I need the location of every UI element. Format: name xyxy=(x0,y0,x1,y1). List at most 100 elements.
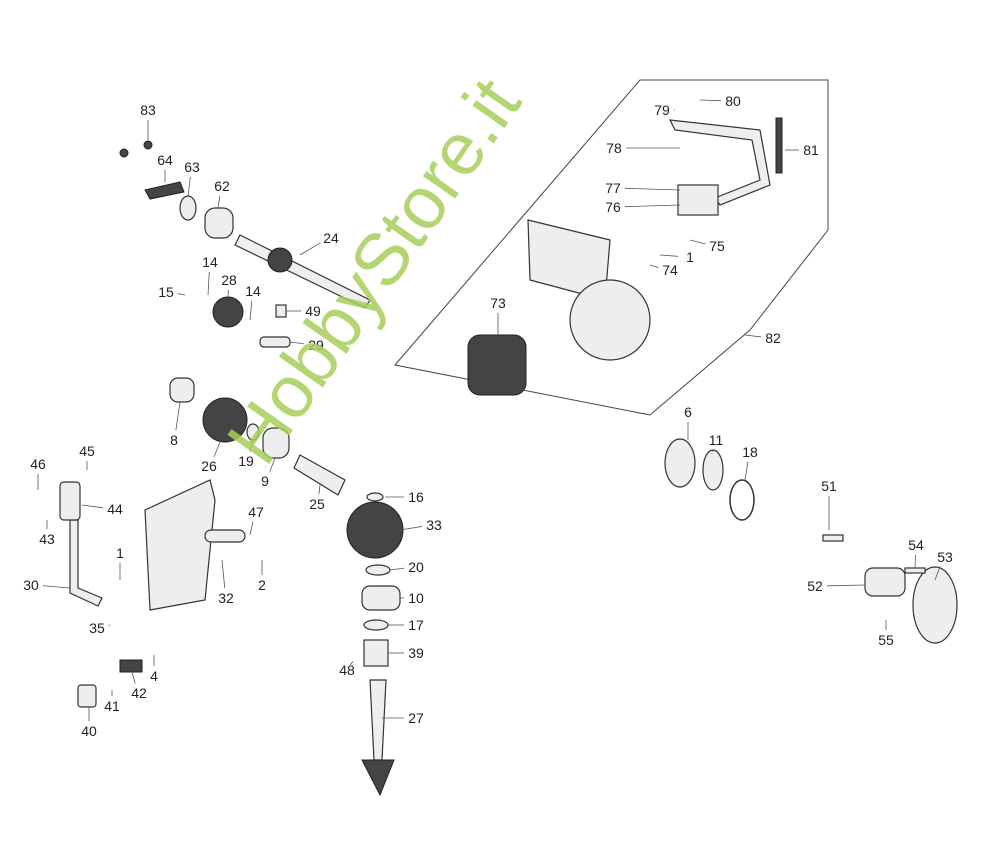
leader-line xyxy=(649,264,659,268)
part-label-75: 75 xyxy=(709,238,725,254)
leader-line xyxy=(289,341,305,345)
leader-line xyxy=(221,559,226,589)
part-label-83: 83 xyxy=(140,102,156,118)
part-label-17: 17 xyxy=(408,617,424,633)
part-label-9: 9 xyxy=(261,473,269,489)
part-label-63: 63 xyxy=(184,159,200,175)
leader-line xyxy=(187,176,191,197)
leader-line xyxy=(249,521,254,536)
leader-line xyxy=(131,671,136,684)
bolt-51 xyxy=(822,534,844,542)
spring-81 xyxy=(775,117,783,174)
bearing-62 xyxy=(204,207,234,239)
part-label-55: 55 xyxy=(878,632,894,648)
part-label-41: 41 xyxy=(104,698,120,714)
part-label-26: 26 xyxy=(201,458,217,474)
part-label-81: 81 xyxy=(803,142,819,158)
part-label-42: 42 xyxy=(131,685,147,701)
part-label-33: 33 xyxy=(426,517,442,533)
part-label-8: 8 xyxy=(170,432,178,448)
fork-44 xyxy=(59,481,81,521)
leader-line xyxy=(744,334,762,338)
ring-19 xyxy=(246,423,260,441)
circlip-18 xyxy=(729,479,755,521)
leader-line xyxy=(744,461,749,481)
part-label-29: 29 xyxy=(308,337,324,353)
part-label-77: 77 xyxy=(605,180,621,196)
part-label-15: 15 xyxy=(158,284,174,300)
bearing-10 xyxy=(361,585,401,611)
ring-20 xyxy=(365,564,391,576)
part-label-14: 14 xyxy=(245,283,261,299)
leader-line xyxy=(42,585,71,589)
flange-53 xyxy=(912,566,958,644)
gear-28 xyxy=(212,296,244,328)
bearing-6 xyxy=(664,438,696,488)
bevel-gear-33 xyxy=(346,501,404,559)
part-label-79: 79 xyxy=(654,102,670,118)
leader-line xyxy=(217,195,221,209)
leader-line xyxy=(624,204,681,208)
leader-line xyxy=(269,457,276,472)
part-label-27: 27 xyxy=(408,710,424,726)
part-label-2: 2 xyxy=(258,577,266,593)
leader-line xyxy=(213,441,221,458)
part-label-6: 6 xyxy=(684,404,692,420)
part-label-35: 35 xyxy=(89,620,105,636)
part-label-1: 1 xyxy=(116,545,124,561)
ring-16 xyxy=(366,492,384,502)
leader-line xyxy=(318,484,321,495)
part-label-43: 43 xyxy=(39,531,55,547)
part-label-32: 32 xyxy=(218,590,234,606)
shaft-24 xyxy=(234,234,371,309)
part-label-18: 18 xyxy=(742,444,758,460)
part-label-80: 80 xyxy=(725,93,741,109)
assembly-82-outline xyxy=(394,79,829,416)
parts-group xyxy=(59,117,958,797)
nut-83 xyxy=(119,148,129,158)
arm-32 xyxy=(204,529,246,543)
part-label-14: 14 xyxy=(202,254,218,270)
part-label-11: 11 xyxy=(709,432,724,448)
part-label-24: 24 xyxy=(323,230,339,246)
part-label-49: 49 xyxy=(305,303,321,319)
part-label-48: 48 xyxy=(339,662,355,678)
leader-line xyxy=(207,271,210,296)
leader-line xyxy=(389,567,405,571)
bushing-39 xyxy=(363,639,389,667)
part-label-20: 20 xyxy=(408,559,424,575)
bolt-49 xyxy=(275,304,287,318)
leader-line xyxy=(826,584,866,587)
bearing-9 xyxy=(262,427,290,459)
leader-line xyxy=(175,401,181,431)
leader-line xyxy=(249,439,254,452)
part-label-82: 82 xyxy=(765,330,781,346)
shaft-27 xyxy=(369,679,387,761)
leader-line xyxy=(699,99,722,102)
leader-line xyxy=(249,300,253,321)
part-label-54: 54 xyxy=(908,537,924,553)
part-label-19: 19 xyxy=(238,453,254,469)
seal-11 xyxy=(702,449,724,491)
bolt-40 xyxy=(77,684,97,708)
leader-line xyxy=(399,526,423,531)
bracket-76 xyxy=(677,184,719,216)
leader-line xyxy=(81,504,104,509)
pinion-27 xyxy=(361,759,395,797)
bearing-8 xyxy=(169,377,195,403)
key-64 xyxy=(144,181,185,200)
part-label-45: 45 xyxy=(79,443,95,459)
flange-housing xyxy=(569,279,651,361)
part-label-78: 78 xyxy=(606,140,622,156)
part-label-10: 10 xyxy=(408,590,424,606)
part-label-16: 16 xyxy=(408,489,424,505)
leader-line xyxy=(108,624,111,627)
leader-line xyxy=(299,242,321,256)
part-label-30: 30 xyxy=(23,577,39,593)
part-label-53: 53 xyxy=(937,549,953,565)
pin-54 xyxy=(904,567,926,574)
part-label-74: 74 xyxy=(662,262,678,278)
